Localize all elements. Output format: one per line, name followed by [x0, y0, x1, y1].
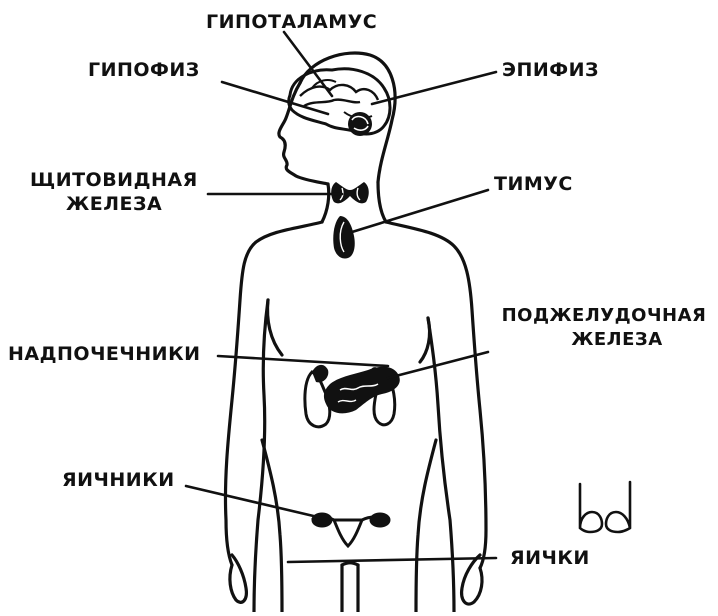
neck-left [322, 184, 329, 222]
thymus-icon [333, 216, 355, 259]
signature-icon [570, 478, 640, 538]
label-pancreas-line2: ЖЕЛЕЗА [490, 328, 718, 352]
label-testes-text: ЯИЧКИ [510, 547, 590, 569]
label-hypothalamus-text: ГИПОТАЛАМУС [206, 11, 377, 33]
uterus-ovaries-icon [312, 514, 389, 546]
pointer-thymus [352, 190, 488, 232]
label-thyroid-line1: ЩИТОВИДНАЯ [30, 168, 198, 192]
pointer-testes [288, 558, 496, 562]
pancreas-icon [324, 367, 400, 414]
label-pituitary-text: ГИПОФИЗ [88, 59, 200, 81]
crotch [342, 563, 358, 565]
label-ovaries: ЯИЧНИКИ [62, 468, 175, 492]
label-pineal-text: ЭПИФИЗ [502, 59, 599, 81]
waist-left [262, 440, 282, 612]
label-testes: ЯИЧКИ [510, 546, 590, 570]
chest-right [420, 318, 430, 362]
label-ovaries-text: ЯИЧНИКИ [62, 469, 175, 491]
label-adrenals: НАДПОЧЕЧНИКИ [8, 342, 201, 366]
chest-left [268, 300, 282, 355]
label-thymus-text: ТИМУС [494, 173, 573, 195]
waist-right [416, 440, 436, 612]
label-pancreas: ПОДЖЕЛУДОЧНАЯ ЖЕЛЕЗА [490, 304, 718, 352]
artist-signature [570, 478, 640, 542]
label-pineal: ЭПИФИЗ [502, 58, 599, 82]
label-thymus: ТИМУС [494, 172, 573, 196]
label-adrenals-text: НАДПОЧЕЧНИКИ [8, 343, 201, 365]
thyroid-icon [331, 182, 369, 203]
pointer-pancreas [388, 352, 488, 378]
pointer-ovaries [186, 486, 322, 518]
face-profile [279, 83, 328, 184]
neck-right [378, 182, 386, 222]
right-hand [462, 555, 482, 604]
pointer-adrenals [218, 356, 388, 366]
label-pancreas-line1: ПОДЖЕЛУДОЧНАЯ [490, 304, 718, 328]
label-hypothalamus: ГИПОТАЛАМУС [206, 10, 377, 34]
label-thyroid: ЩИТОВИДНАЯ ЖЕЛЕЗА [30, 168, 198, 216]
label-pituitary: ГИПОФИЗ [88, 58, 200, 82]
label-thyroid-line2: ЖЕЛЕЗА [30, 192, 198, 216]
